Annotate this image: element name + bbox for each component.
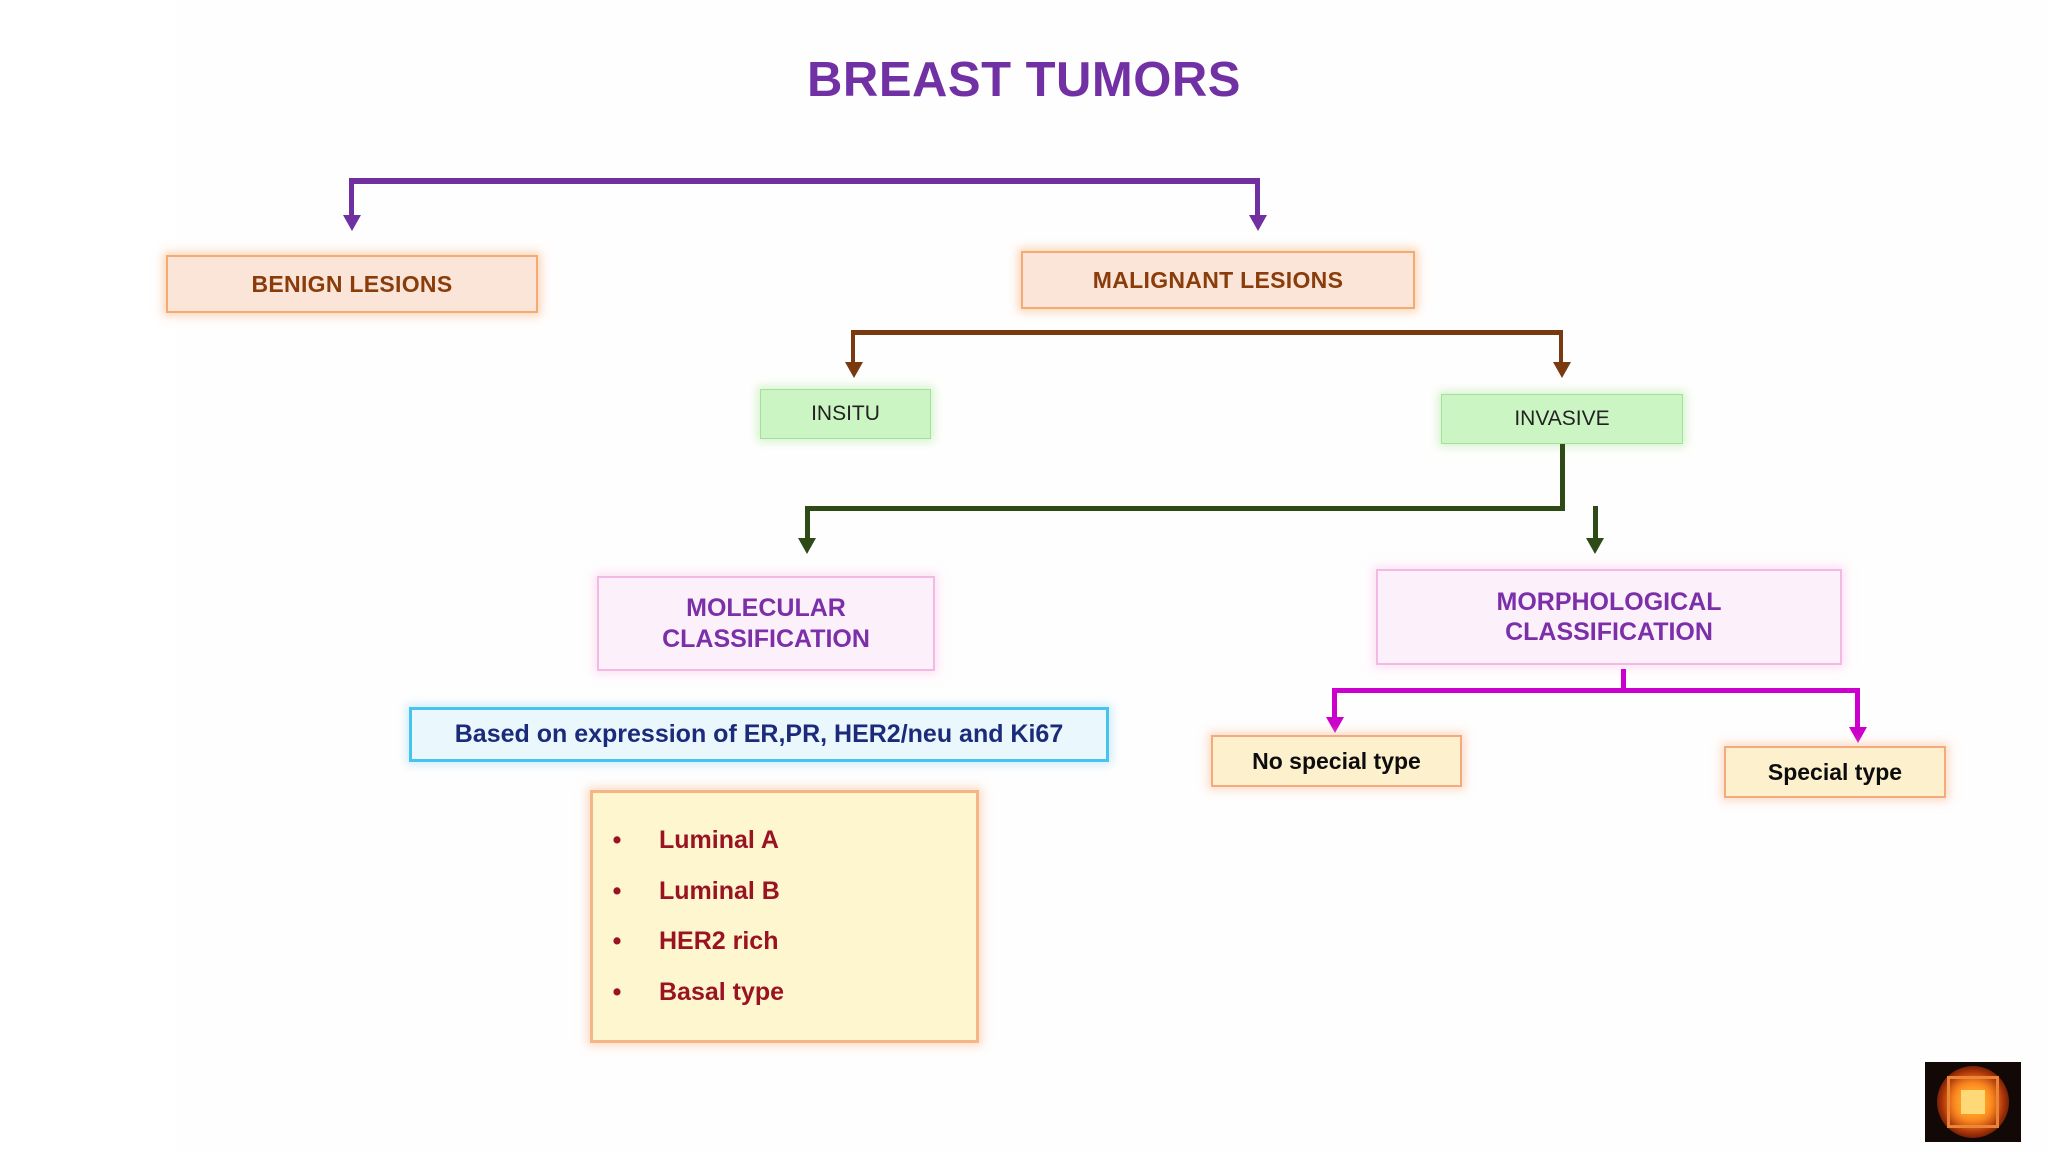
connector-source-stem: [1560, 444, 1565, 510]
connector-left-stem: [805, 506, 810, 541]
connector-left-stem: [349, 178, 354, 218]
bullet-icon: •: [612, 876, 622, 905]
connector-horizontal-bar: [851, 330, 1563, 335]
node-malignant-lesions[interactable]: MALIGNANT LESIONS: [1021, 251, 1415, 309]
node-molecular-classification[interactable]: MOLECULAR CLASSIFICATION: [597, 576, 935, 671]
logo-core: [1961, 1090, 1985, 1114]
connector-right-arrowhead: [1249, 215, 1267, 231]
connector-horizontal-bar: [1332, 688, 1860, 693]
bullet-icon: •: [612, 825, 622, 854]
node-no-special-type-label: No special type: [1252, 747, 1421, 774]
connector-right-stem: [1255, 178, 1260, 218]
connector-right-stem: [1855, 688, 1860, 730]
connector-left-arrowhead: [343, 215, 361, 231]
connector-left-stem: [1332, 688, 1337, 720]
node-expression-basis-label: Based on expression of ER,PR, HER2/neu a…: [454, 720, 1064, 749]
connector-left-arrowhead: [845, 362, 863, 378]
list-item-label: Luminal B: [659, 876, 780, 905]
node-insitu-label: INSITU: [811, 402, 880, 426]
connector-horizontal-bar: [349, 178, 1260, 184]
connector-right-arrowhead: [1849, 727, 1867, 743]
node-malignant-lesions-label: MALIGNANT LESIONS: [1092, 266, 1344, 293]
connector-horizontal-bar: [805, 506, 1565, 511]
sri-yantra-logo-icon: [1925, 1062, 2021, 1142]
node-benign-lesions[interactable]: BENIGN LESIONS: [166, 255, 538, 313]
node-molecular-classification-line1: MOLECULAR: [686, 594, 846, 622]
node-invasive-label: INVASIVE: [1514, 407, 1610, 431]
node-no-special-type[interactable]: No special type: [1211, 735, 1462, 787]
list-item-label: Basal type: [659, 978, 785, 1007]
node-benign-lesions-label: BENIGN LESIONS: [251, 270, 453, 297]
connector-left-arrowhead: [798, 538, 816, 554]
connector-left-arrowhead: [1326, 717, 1344, 733]
node-morphological-classification-line1: MORPHOLOGICAL: [1496, 587, 1722, 616]
connector-right-stem: [1559, 330, 1563, 365]
page-title: BREAST TUMORS: [807, 53, 1241, 107]
bullet-icon: •: [612, 927, 622, 956]
list-item[interactable]: • Basal type: [593, 978, 976, 1007]
list-item[interactable]: • Luminal A: [593, 826, 976, 855]
list-item[interactable]: • Luminal B: [593, 877, 976, 906]
logo-frame: [1947, 1076, 1999, 1128]
connector-source-stem: [1621, 669, 1626, 691]
node-invasive[interactable]: INVASIVE: [1441, 394, 1683, 444]
connector-right-arrowhead: [1553, 362, 1571, 378]
node-expression-basis[interactable]: Based on expression of ER,PR, HER2/neu a…: [409, 707, 1109, 762]
node-insitu[interactable]: INSITU: [760, 389, 931, 439]
connector-left-stem: [851, 330, 855, 365]
node-morphological-classification-line2: CLASSIFICATION: [1505, 618, 1713, 646]
connector-right-arrowhead: [1586, 538, 1604, 554]
node-special-type-label: Special type: [1767, 758, 1903, 785]
bullet-icon: •: [612, 978, 622, 1007]
node-special-type[interactable]: Special type: [1724, 746, 1946, 798]
node-morphological-classification[interactable]: MORPHOLOGICAL CLASSIFICATION: [1376, 569, 1842, 665]
list-item-label: Luminal A: [659, 825, 779, 854]
connector-right-stem: [1593, 506, 1598, 541]
list-item[interactable]: • HER2 rich: [593, 927, 976, 956]
node-molecular-classification-line2: CLASSIFICATION: [662, 624, 870, 653]
list-molecular-subtypes: • Luminal A • Luminal B • HER2 rich • Ba…: [590, 790, 979, 1043]
list-item-label: HER2 rich: [659, 927, 779, 956]
